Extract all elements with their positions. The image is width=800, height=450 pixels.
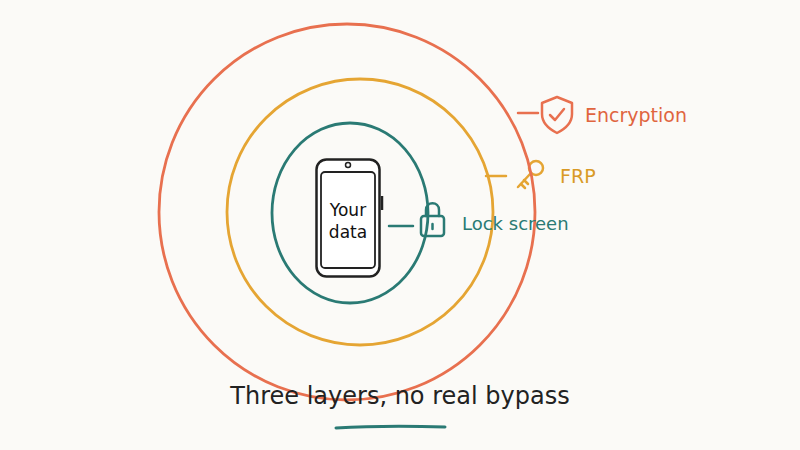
layer-label: FRP — [560, 165, 596, 187]
shield-icon — [542, 97, 572, 133]
frp-ring: FRPLock screenYour data — [225, 77, 495, 347]
encryption-ring: EncryptionFRPLock screenYour data — [157, 22, 537, 402]
phone-node: Your data — [315, 158, 381, 278]
layer-label: Encryption — [585, 104, 687, 126]
caption: Three layers, no real bypass — [0, 382, 800, 410]
leader-line — [389, 225, 413, 228]
data-label: Your data — [323, 199, 373, 243]
caption-underline — [336, 426, 445, 428]
leader-line — [518, 112, 538, 115]
lock-screen-ring: Lock screenYour data — [270, 121, 430, 305]
lock-icon — [421, 203, 444, 236]
layer-label: Lock screen — [462, 213, 569, 234]
